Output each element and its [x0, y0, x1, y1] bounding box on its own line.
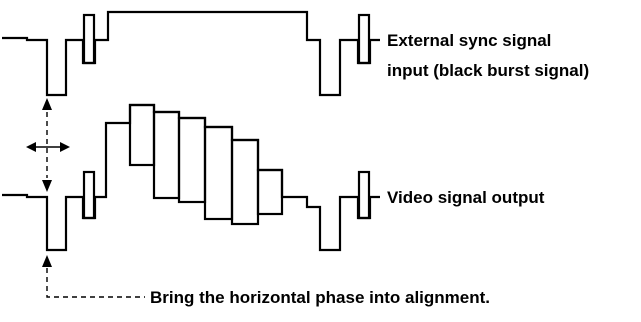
horizontal-shift-arrow [26, 142, 70, 152]
external-sync-waveform [2, 10, 380, 97]
arrow-down-icon [42, 180, 52, 192]
arrow-right-icon [60, 142, 70, 152]
external-sync-label-line1: External sync signal [387, 31, 551, 50]
video-output-waveform [2, 103, 380, 252]
external-sync-label-line2: input (black burst signal) [387, 61, 589, 80]
arrow-up-icon [42, 98, 52, 110]
phase-reference-arrow [42, 98, 52, 192]
alignment-callout [42, 255, 145, 298]
arrow-left-icon [26, 142, 36, 152]
arrow-up-icon [42, 255, 52, 267]
video-output-label: Video signal output [387, 188, 545, 207]
alignment-note: Bring the horizontal phase into alignmen… [150, 288, 490, 307]
